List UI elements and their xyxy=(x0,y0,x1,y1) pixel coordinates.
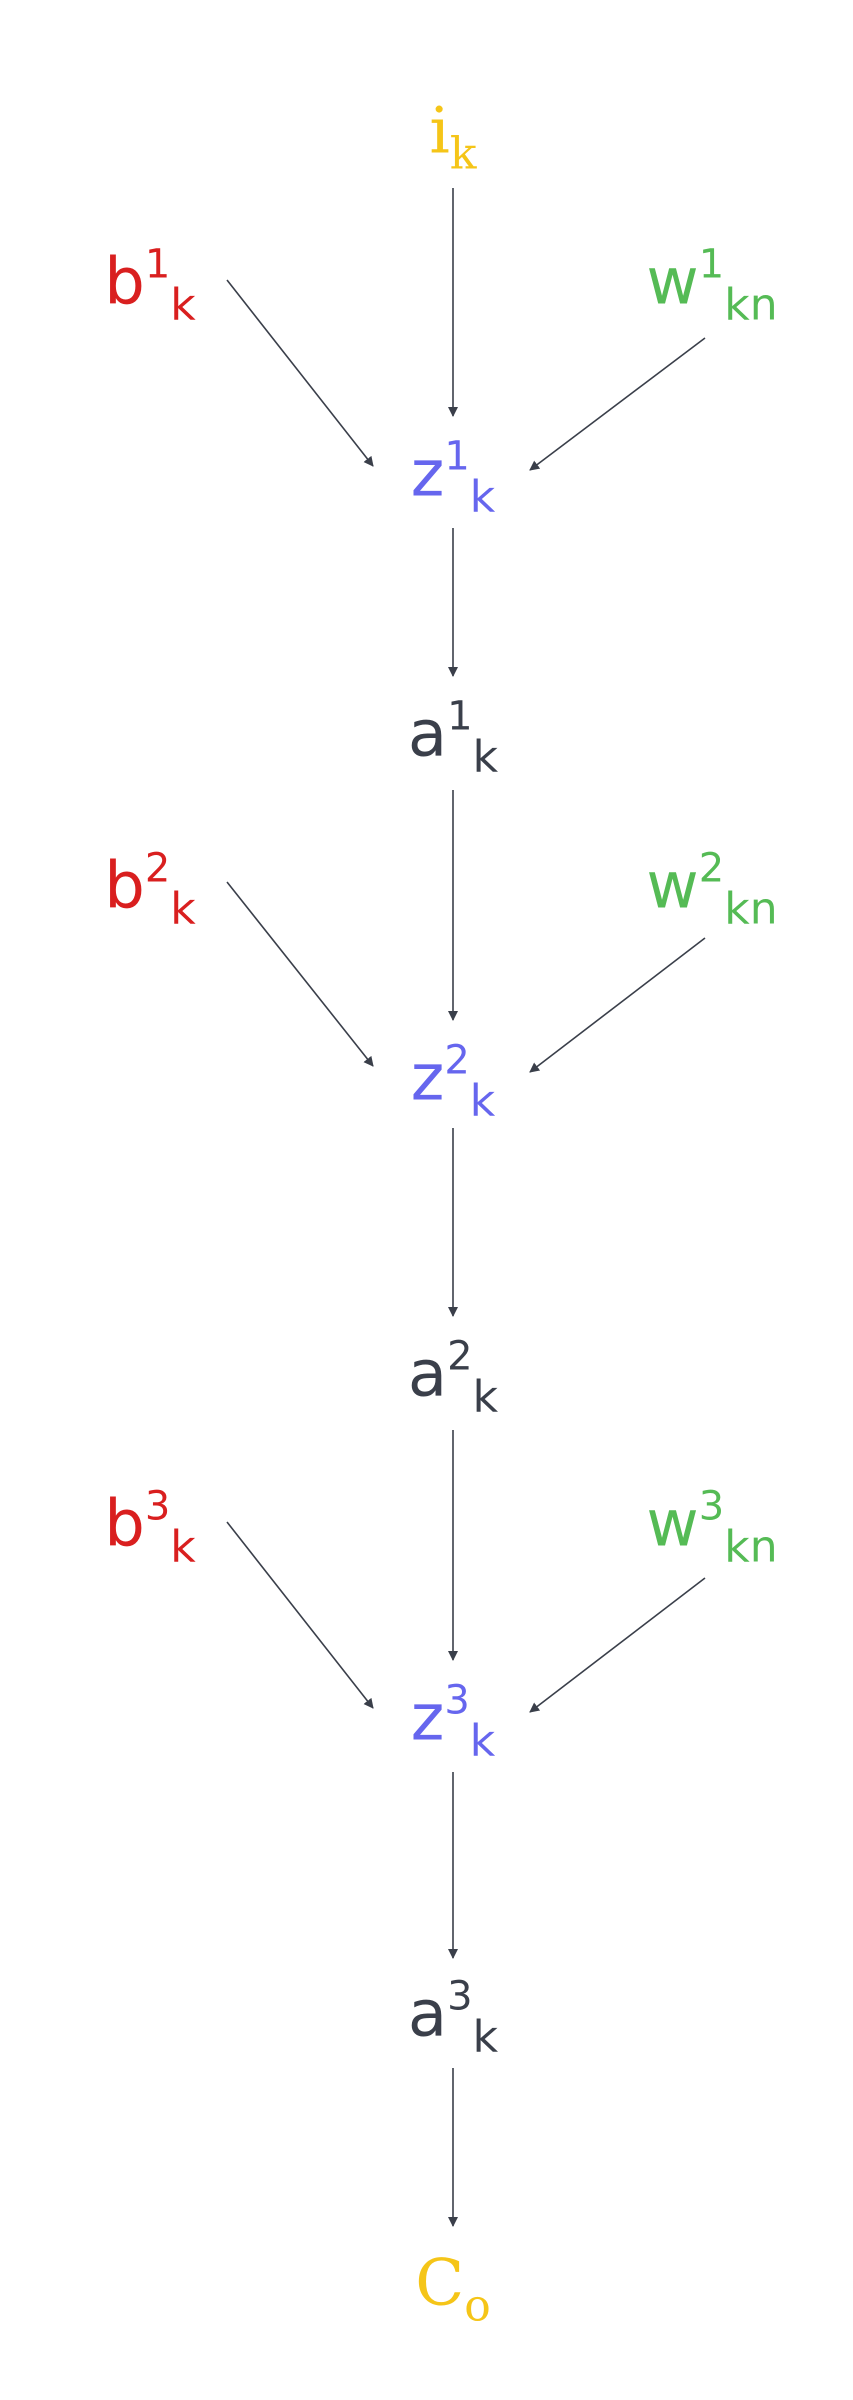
node-superscript: 1 xyxy=(444,433,470,480)
node-superscript: 3 xyxy=(144,1483,171,1530)
node-subscript: kn xyxy=(724,1521,778,1573)
node-subscript: kn xyxy=(724,883,778,935)
node-subscript: k xyxy=(472,2011,499,2063)
node-superscript: 2 xyxy=(144,845,171,892)
node-subscript: k xyxy=(449,128,477,180)
node-activation-a2-k: a2k xyxy=(408,1337,498,1420)
node-preactivation-z2-k: z2k xyxy=(411,1041,496,1124)
node-superscript: 3 xyxy=(447,1973,473,2020)
edge-b1_k-to-z1_k xyxy=(226,279,374,467)
node-base: w xyxy=(646,1487,699,1562)
edge-b2_k-to-z2_k xyxy=(226,881,374,1067)
node-bias-b1-k: b1k xyxy=(104,245,196,328)
node-output-c-o: Co xyxy=(415,2252,490,2329)
node-superscript: 1 xyxy=(698,241,725,288)
node-weight-w1-kn: w1kn xyxy=(646,245,777,328)
node-superscript: 1 xyxy=(144,241,171,288)
node-base: w xyxy=(646,849,699,924)
node-superscript: 2 xyxy=(444,1037,470,1084)
edge-w3_kn-to-z3_k xyxy=(529,1577,706,1713)
node-superscript: 3 xyxy=(698,1483,725,1530)
node-base: i xyxy=(429,94,450,169)
node-activation-a3-k: a3k xyxy=(408,1977,498,2060)
node-base: a xyxy=(407,1337,448,1412)
node-base: b xyxy=(104,849,145,924)
node-subscript: k xyxy=(170,1521,196,1573)
node-base: z xyxy=(410,437,445,512)
node-bias-b2-k: b2k xyxy=(104,849,196,932)
node-base: C xyxy=(415,2246,465,2321)
node-subscript: k xyxy=(469,1075,496,1127)
node-subscript: k xyxy=(469,1715,496,1767)
node-superscript: 2 xyxy=(447,1333,473,1380)
node-base: w xyxy=(646,245,699,320)
node-superscript: 3 xyxy=(444,1677,470,1724)
node-subscript: kn xyxy=(724,279,778,331)
node-weight-w2-kn: w2kn xyxy=(646,849,777,932)
edge-b3_k-to-z3_k xyxy=(226,1521,374,1709)
node-subscript: k xyxy=(472,731,499,783)
node-base: z xyxy=(410,1041,445,1116)
node-weight-w3-kn: w3kn xyxy=(646,1487,777,1570)
node-base: b xyxy=(104,245,145,320)
node-superscript: 2 xyxy=(698,845,725,892)
node-preactivation-z1-k: z1k xyxy=(411,437,496,520)
edge-w1_kn-to-z1_k xyxy=(529,337,706,471)
node-subscript: o xyxy=(464,2280,491,2332)
node-subscript: k xyxy=(170,279,196,331)
node-bias-b3-k: b3k xyxy=(104,1487,196,1570)
node-subscript: k xyxy=(170,883,196,935)
node-subscript: k xyxy=(469,471,496,523)
edge-w2_kn-to-z2_k xyxy=(529,937,706,1073)
node-base: a xyxy=(407,697,448,772)
node-base: b xyxy=(104,1487,145,1562)
node-base: z xyxy=(410,1681,445,1756)
node-input-i-k: ik xyxy=(429,100,476,177)
node-activation-a1-k: a1k xyxy=(408,697,498,780)
node-subscript: k xyxy=(472,1371,499,1423)
node-preactivation-z3-k: z3k xyxy=(411,1681,496,1764)
node-base: a xyxy=(407,1977,448,2052)
node-superscript: 1 xyxy=(447,693,473,740)
